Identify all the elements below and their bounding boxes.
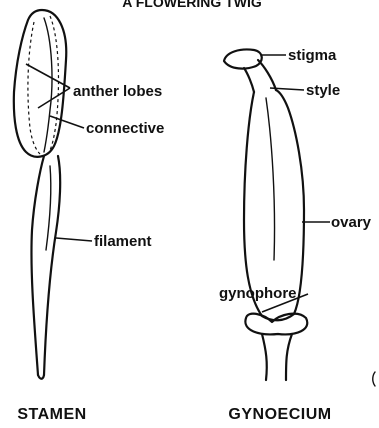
anther-lobe-line-right [50,16,58,150]
label-filament: filament [94,233,152,250]
leader-anther-lobes-2 [38,88,70,108]
filament-base [38,375,44,379]
style-outline-right [258,60,276,90]
filament-outline-left [31,156,44,375]
label-gynophore: gynophore [219,285,297,302]
filament-outline-right [44,156,60,375]
gynoecium-stalk-right [286,334,292,380]
filament-midline [46,166,51,250]
connective-line [44,18,52,152]
leader-connective [50,116,84,128]
style-outline-left [244,68,254,92]
caption-gynoecium: GYNOECIUM [228,406,331,423]
label-connective: connective [86,120,164,137]
label-stigma: stigma [288,47,337,64]
leader-filament [56,238,92,241]
label-style: style [306,82,340,99]
label-anther-lobes: anther lobes [73,83,162,100]
gynoecium-drawing [224,49,307,380]
edge-mark [373,372,375,386]
ovary-midline [266,98,275,260]
diagram-heading: A FLOWERING TWIG [122,0,262,10]
gynophore-collar [245,314,307,335]
stigma-outline [224,49,262,68]
anther-lobe-line-left [28,22,40,154]
stamen-drawing [14,10,66,379]
caption-stamen: STAMEN [17,406,86,423]
label-ovary: ovary [331,214,372,231]
leader-anther-lobes-1 [26,64,70,88]
gynoecium-stalk-left [262,334,267,380]
